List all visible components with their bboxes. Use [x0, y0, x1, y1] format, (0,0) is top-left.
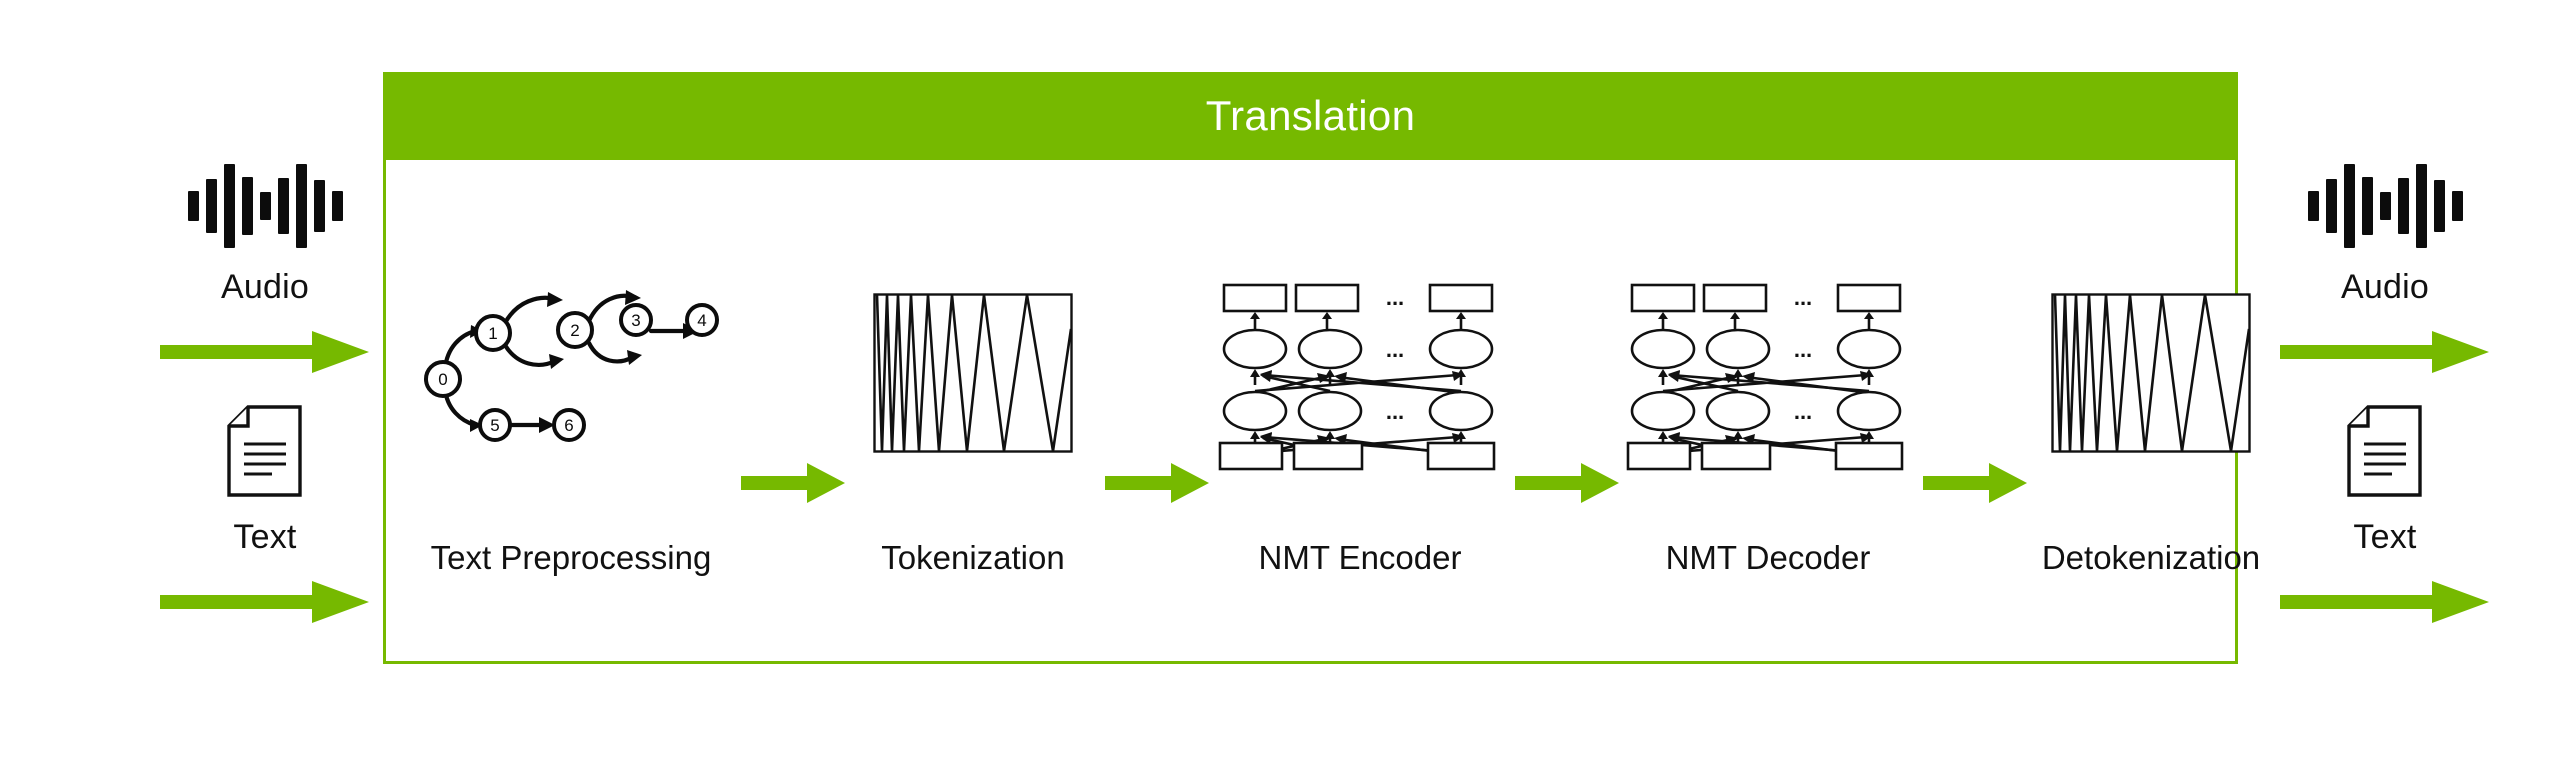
- inputs-column: Audio Text: [100, 160, 430, 660]
- right-arrow-icon: [1104, 463, 1209, 503]
- document-glyph: [2347, 405, 2422, 497]
- stage-label-tokenization: Tokenization: [881, 539, 1065, 576]
- graph-nodes-icon: 0 1 2 3 4 5 6: [424, 290, 719, 442]
- input-audio-arrow: [100, 330, 430, 374]
- output-text-label: Text: [2353, 518, 2417, 556]
- detokenization-icon: [2051, 293, 2251, 453]
- rnn-lattice-art-encoder: ... ... ...: [1210, 243, 1510, 503]
- stage-nmt-decoder[interactable]: ... ... ... NMT Decoder: [1618, 163, 1918, 664]
- output-text-group: Text: [2220, 405, 2550, 624]
- svg-text:3: 3: [631, 311, 640, 330]
- input-audio-group: Audio: [100, 160, 430, 374]
- stage-label-nmt-encoder: NMT Encoder: [1258, 539, 1462, 576]
- ellipsis-top: ...: [1385, 285, 1403, 310]
- output-audio-arrow: [2220, 330, 2550, 374]
- waveform-bars: [187, 164, 343, 248]
- flow-arrow-1: [738, 461, 848, 505]
- right-arrow-icon: [160, 331, 369, 373]
- flow-arrow-2: [1102, 461, 1212, 505]
- rnn-lattice-art-decoder: ... ... ...: [1618, 243, 1918, 503]
- svg-text:2: 2: [570, 321, 579, 340]
- right-arrow-icon: [160, 581, 369, 623]
- tokenization-icon: [873, 293, 1073, 453]
- ellipsis-mid2: ...: [1385, 399, 1403, 424]
- input-text-group: Text: [100, 405, 430, 624]
- stage-tokenization[interactable]: Tokenization: [848, 163, 1098, 664]
- stage-detokenization[interactable]: Detokenization: [2026, 163, 2276, 664]
- outputs-column: Audio Text: [2220, 160, 2550, 660]
- nmt-decoder-icon: ... ... ...: [1626, 283, 1903, 470]
- stage-label-detokenization: Detokenization: [2041, 539, 2261, 576]
- nmt-encoder-icon: ... ... ...: [1218, 283, 1495, 470]
- audio-waveform-icon: [2220, 160, 2550, 248]
- input-text-arrow: [100, 580, 430, 624]
- svg-text:5: 5: [490, 416, 499, 435]
- flow-arrow-3: [1512, 461, 1622, 505]
- output-audio-group: Audio: [2220, 160, 2550, 374]
- text-document-icon: [100, 405, 430, 498]
- document-glyph: [227, 405, 302, 497]
- right-arrow-icon: [1514, 463, 1619, 503]
- svg-text:0: 0: [438, 370, 447, 389]
- svg-text:6: 6: [564, 416, 573, 435]
- audio-waveform-icon: [100, 160, 430, 248]
- right-arrow-icon: [740, 463, 845, 503]
- panel-header: Translation: [383, 72, 2238, 160]
- waveform-bars: [2307, 164, 2463, 248]
- sawtooth-box-art: [848, 243, 1098, 503]
- page-title: Translation: [1205, 92, 1416, 139]
- output-audio-label: Audio: [2341, 268, 2429, 306]
- input-audio-label: Audio: [221, 268, 309, 306]
- flow-arrow-4: [1920, 461, 2030, 505]
- svg-text:1: 1: [488, 324, 497, 343]
- sawtooth-box-art-detok: [2026, 243, 2276, 503]
- right-arrow-icon: [2280, 581, 2489, 623]
- stage-text-preprocessing[interactable]: 0 1 2 3 4 5 6 Text Preprocessing: [406, 163, 736, 664]
- right-arrow-icon: [1922, 463, 2027, 503]
- right-arrow-icon: [2280, 331, 2489, 373]
- ellipsis-mid2: ...: [1793, 399, 1811, 424]
- stage-label-text-preprocessing: Text Preprocessing: [430, 539, 712, 576]
- directed-graph-art: 0 1 2 3 4 5 6: [406, 243, 736, 503]
- translation-panel: Translation: [383, 72, 2260, 664]
- ellipsis-mid1: ...: [1385, 337, 1403, 362]
- text-document-icon: [2220, 405, 2550, 498]
- ellipsis-top: ...: [1793, 285, 1811, 310]
- pipeline: 0 1 2 3 4 5 6 Text Preprocessing: [386, 163, 2260, 664]
- stage-label-nmt-decoder: NMT Decoder: [1665, 539, 1871, 576]
- svg-text:4: 4: [697, 311, 706, 330]
- ellipsis-mid1: ...: [1793, 337, 1811, 362]
- output-text-arrow: [2220, 580, 2550, 624]
- stage-nmt-encoder[interactable]: ... ... ... NMT Encoder: [1210, 163, 1510, 664]
- input-text-label: Text: [233, 518, 297, 556]
